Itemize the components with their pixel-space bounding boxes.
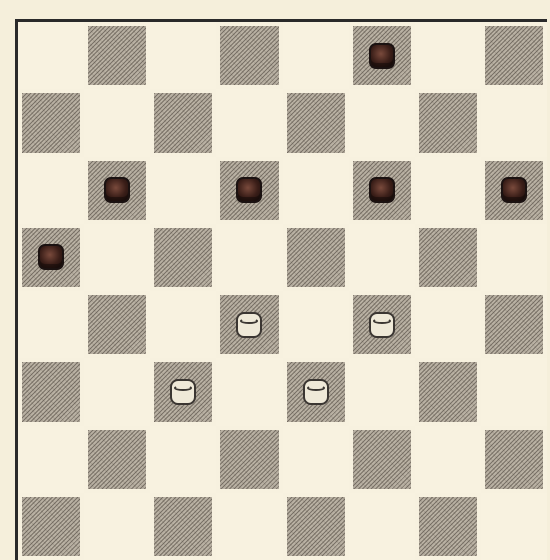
board-square-r1-c2[interactable] (154, 93, 212, 152)
board-square-r4-c2[interactable] (150, 291, 216, 358)
board-square-r2-c3[interactable] (220, 161, 278, 220)
board-square-r0-c2[interactable] (150, 22, 216, 89)
board-square-r6-c3[interactable] (220, 430, 278, 489)
board-square-r5-c5[interactable] (349, 358, 415, 425)
board-square-r4-c0[interactable] (18, 291, 84, 358)
board-square-r4-c6[interactable] (415, 291, 481, 358)
board-square-r0-c7[interactable] (485, 26, 543, 85)
black-checker-piece[interactable] (104, 177, 130, 203)
board-square-r3-c7[interactable] (481, 224, 547, 291)
board-square-r5-c7[interactable] (481, 358, 547, 425)
checkers-board (15, 19, 547, 560)
board-square-r6-c4[interactable] (283, 426, 349, 493)
board-square-r4-c3[interactable] (220, 295, 278, 354)
board-square-r4-c4[interactable] (283, 291, 349, 358)
black-checker-piece[interactable] (501, 177, 527, 203)
board-square-r3-c0[interactable] (22, 228, 80, 287)
board-square-r3-c5[interactable] (349, 224, 415, 291)
board-square-r0-c5[interactable] (353, 26, 411, 85)
board-square-r5-c3[interactable] (216, 358, 282, 425)
board-square-r0-c3[interactable] (220, 26, 278, 85)
board-square-r1-c1[interactable] (84, 89, 150, 156)
board-square-r5-c2[interactable] (154, 362, 212, 421)
board-square-r6-c6[interactable] (415, 426, 481, 493)
board-square-r7-c1[interactable] (84, 493, 150, 560)
board-square-r0-c0[interactable] (18, 22, 84, 89)
board-square-r6-c5[interactable] (353, 430, 411, 489)
white-checker-piece[interactable] (369, 312, 395, 338)
board-square-r5-c0[interactable] (22, 362, 80, 421)
board-square-r4-c1[interactable] (88, 295, 146, 354)
board-square-r7-c3[interactable] (216, 493, 282, 560)
board-square-r4-c7[interactable] (485, 295, 543, 354)
board-square-r6-c1[interactable] (88, 430, 146, 489)
board-square-r1-c5[interactable] (349, 89, 415, 156)
board-square-r7-c4[interactable] (287, 497, 345, 556)
board-square-r2-c5[interactable] (353, 161, 411, 220)
board-square-r3-c4[interactable] (287, 228, 345, 287)
board-square-r7-c5[interactable] (349, 493, 415, 560)
white-checker-piece[interactable] (170, 379, 196, 405)
board-square-r6-c0[interactable] (18, 426, 84, 493)
board-square-r7-c0[interactable] (22, 497, 80, 556)
board-square-r6-c7[interactable] (485, 430, 543, 489)
board-square-r2-c6[interactable] (415, 157, 481, 224)
board-square-r2-c7[interactable] (485, 161, 543, 220)
black-checker-piece[interactable] (38, 244, 64, 270)
white-checker-piece[interactable] (236, 312, 262, 338)
board-square-r5-c4[interactable] (287, 362, 345, 421)
board-square-r3-c3[interactable] (216, 224, 282, 291)
board-square-r7-c6[interactable] (419, 497, 477, 556)
board-square-r3-c1[interactable] (84, 224, 150, 291)
white-checker-piece[interactable] (303, 379, 329, 405)
black-checker-piece[interactable] (369, 177, 395, 203)
board-square-r1-c0[interactable] (22, 93, 80, 152)
black-checker-piece[interactable] (369, 43, 395, 69)
board-square-r6-c2[interactable] (150, 426, 216, 493)
board-square-r0-c1[interactable] (88, 26, 146, 85)
board-square-r7-c7[interactable] (481, 493, 547, 560)
board-square-r5-c1[interactable] (84, 358, 150, 425)
board-square-r2-c4[interactable] (283, 157, 349, 224)
board-square-r2-c1[interactable] (88, 161, 146, 220)
board-square-r0-c6[interactable] (415, 22, 481, 89)
board-square-r3-c2[interactable] (154, 228, 212, 287)
board-square-r7-c2[interactable] (154, 497, 212, 556)
board-square-r4-c5[interactable] (353, 295, 411, 354)
board-square-r3-c6[interactable] (419, 228, 477, 287)
board-square-r2-c0[interactable] (18, 157, 84, 224)
board-square-r1-c3[interactable] (216, 89, 282, 156)
board-square-r1-c6[interactable] (419, 93, 477, 152)
board-square-r0-c4[interactable] (283, 22, 349, 89)
board-square-r1-c4[interactable] (287, 93, 345, 152)
black-checker-piece[interactable] (236, 177, 262, 203)
board-square-r1-c7[interactable] (481, 89, 547, 156)
board-square-r2-c2[interactable] (150, 157, 216, 224)
board-square-r5-c6[interactable] (419, 362, 477, 421)
